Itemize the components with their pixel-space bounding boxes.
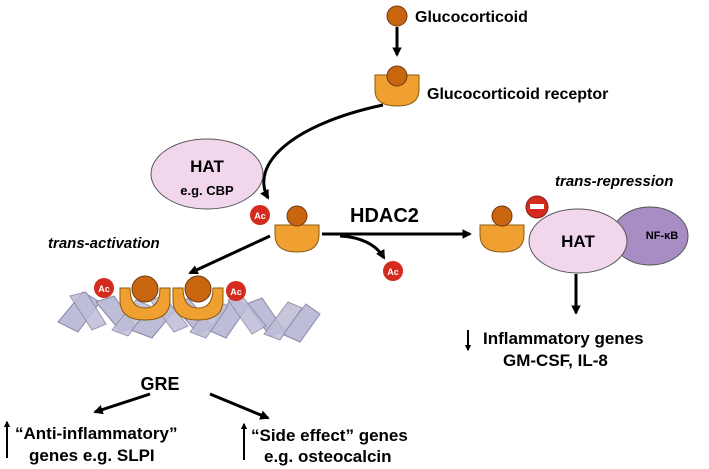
minus-bar <box>530 204 544 209</box>
acetyl-group-center <box>250 205 270 225</box>
gre-left-arrow <box>93 392 151 415</box>
inflammatory-genes-label: Inflammatory genes <box>483 329 644 348</box>
side-effect-line1: “Side effect” genes <box>251 426 408 445</box>
receptor-dimer-left <box>119 275 171 321</box>
hdac2-label: HDAC2 <box>350 205 419 227</box>
glucocorticoid-receptor <box>374 65 420 107</box>
glucocorticoid-ligand <box>386 5 408 27</box>
gre-label: GRE <box>140 374 179 394</box>
glucocorticoid-label: Glucocorticoid <box>415 9 528 26</box>
side-effect-line2: e.g. osteocalcin <box>264 447 392 466</box>
deacetylation-arrow <box>339 234 386 260</box>
acetyl-group-dna-right <box>226 281 246 301</box>
receptor-label: Glucocorticoid receptor <box>427 86 608 103</box>
acetyl-label-dna-left: Ac <box>98 284 110 294</box>
bound-receptor-right <box>479 205 525 253</box>
hat-right-label: HAT <box>561 232 595 251</box>
hat-cbp-ellipse <box>150 138 264 210</box>
gre-right-arrow <box>209 392 270 420</box>
acetyl-label-center: Ac <box>254 211 266 221</box>
hat-left-title: HAT <box>190 157 224 176</box>
trans-repression-label: trans-repression <box>555 173 673 190</box>
nfkb-label: NF-κB <box>646 230 678 242</box>
trans-activation-label: trans-activation <box>48 235 160 252</box>
hat-right-ellipse <box>528 208 628 274</box>
acetylated-receptor <box>274 205 320 253</box>
activation-curve-arrow <box>260 103 384 200</box>
released-acetyl-label: Ac <box>387 267 399 277</box>
anti-inflammatory-line2: genes e.g. SLPI <box>29 446 155 465</box>
hat-left-subtitle: e.g. CBP <box>180 183 234 198</box>
gm-csf-label: GM-CSF, IL-8 <box>503 351 608 370</box>
receptor-dimer-right <box>172 275 224 321</box>
acetyl-label-dna-right: Ac <box>230 287 242 297</box>
acetyl-group-dna-left <box>94 278 114 298</box>
trans-activation-arrow <box>188 234 271 275</box>
anti-inflammatory-line1: “Anti-inflammatory” <box>15 424 177 443</box>
released-acetyl <box>383 261 403 281</box>
